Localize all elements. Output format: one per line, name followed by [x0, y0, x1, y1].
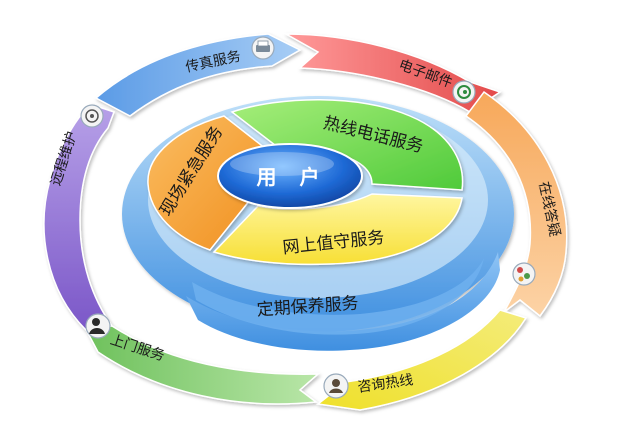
core-label: 用 户: [257, 165, 328, 189]
outer-segment-hotline: [316, 309, 528, 411]
outer-segment-fax: [94, 33, 302, 117]
inner-segment-maintenance-fill: [192, 258, 484, 335]
fax-icon: [251, 36, 275, 60]
hotline-icon: [323, 373, 349, 399]
outer-ring: [43, 33, 568, 411]
onsite-service-icon: [85, 313, 111, 339]
outer-segment-online-qa: [464, 90, 568, 318]
remote-maintenance-icon: [80, 104, 104, 128]
email-icon: [452, 80, 476, 104]
inner-segment-phone-service: [230, 99, 464, 191]
online-qa-icon: [512, 262, 536, 286]
inner-segment-online-duty: [212, 193, 463, 266]
inner-segments: [147, 99, 464, 266]
outer-segment-remote: [43, 103, 115, 331]
core-user: 用 户: [217, 143, 363, 209]
outer-label-hotline: 咨询热线: [357, 372, 415, 396]
